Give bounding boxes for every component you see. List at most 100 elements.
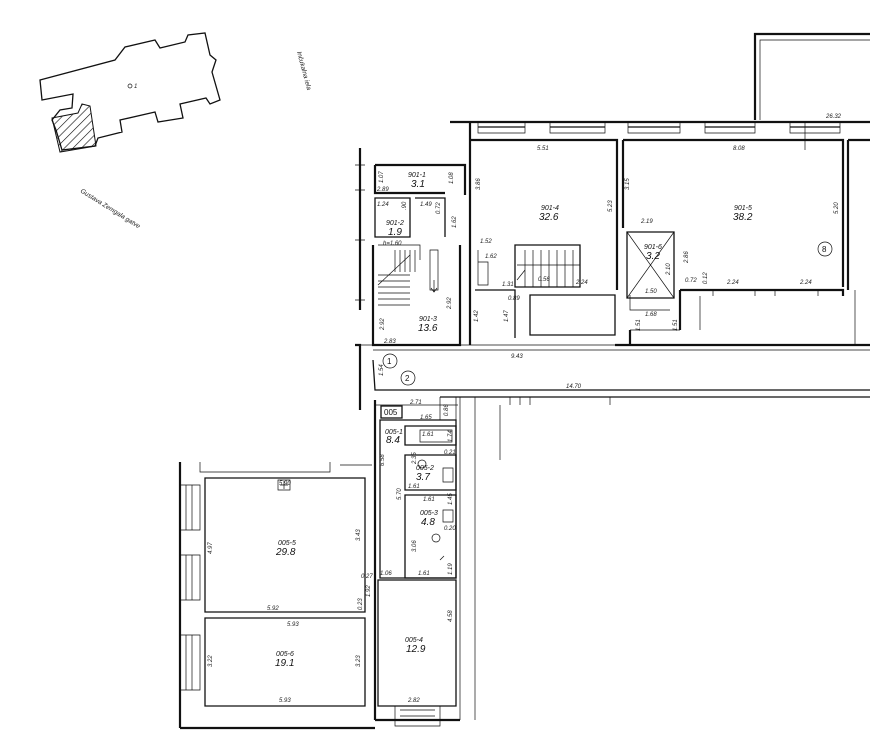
site-plan: 1 Inčukalna iela Gustava Zemgala gatve: [39, 32, 312, 231]
dimension: 1.68: [645, 312, 657, 318]
dimension: 2.24: [575, 280, 588, 286]
room-area: 3.7: [416, 472, 430, 483]
dimension: 1.65: [420, 415, 432, 421]
dimension: 0.12: [703, 272, 709, 284]
room-area: 38.2: [733, 212, 753, 223]
dimension: 3.06: [412, 540, 418, 552]
dimension: 5.90: [279, 481, 291, 487]
dimension: 2.24: [799, 280, 812, 286]
unit-box-label: 005: [384, 408, 398, 417]
room-area: 12.9: [406, 644, 426, 655]
room-labels: 901-1 3.1 901-2 1.9 901-3 13.6 901-4 32.…: [275, 172, 753, 669]
dimension: 1.54: [379, 364, 385, 376]
dimension: 1.61: [408, 484, 420, 490]
dimension: 1.19: [448, 563, 454, 575]
dimension: 1.74: [448, 430, 454, 442]
room-id: 901-6: [644, 244, 662, 251]
dimension: 3.86: [476, 178, 482, 190]
grid-marker-8-icon: [817, 241, 833, 257]
dimension: 1.49: [420, 202, 432, 208]
dimension: 1.62: [485, 254, 497, 260]
dimension: 2.92: [447, 297, 453, 310]
dimension: 5.70: [397, 488, 403, 500]
room-area: 1.9: [388, 227, 402, 238]
dimension: 9.43: [511, 354, 523, 360]
dimension: 2.35: [412, 452, 418, 465]
grid-markers: 1 2 8: [382, 241, 833, 386]
dimension: 0.20: [444, 526, 456, 532]
dimension: 4.58: [448, 610, 454, 622]
dimension: 0.86: [444, 404, 450, 416]
room-id: 005-3: [420, 510, 438, 517]
dimension: 2.82: [407, 698, 420, 704]
street-label-incukalna: Inčukalna iela: [295, 51, 312, 92]
dimension: 0.21: [444, 450, 456, 456]
dimension: 0.27: [361, 574, 373, 580]
dimension: 3.43: [356, 529, 362, 541]
dimension: 1.47: [504, 310, 510, 322]
dimension: 5.20: [834, 202, 840, 214]
dimension: 2.10: [666, 263, 672, 276]
room-area: 13.6: [418, 323, 438, 334]
dimension: 6.58: [380, 454, 386, 466]
dimension: 0.56: [538, 277, 550, 283]
dimension: 1.45: [448, 493, 454, 505]
dimension: 1.52: [480, 239, 492, 245]
room-id: 901-2: [386, 220, 404, 227]
grid-marker-1: 1: [387, 357, 392, 366]
dimension-labels: 26.32 5.51 8.08 2.89 1.24 1.49 1.52 1.62…: [208, 114, 842, 704]
dimension: 1.31: [502, 282, 514, 288]
dimension: 2.86: [684, 251, 690, 264]
room-id: 005-2: [416, 465, 434, 472]
grid-marker-1-icon: [382, 353, 398, 369]
dimension: .90: [402, 201, 408, 210]
dimension: 0.23: [358, 598, 364, 610]
dimension: 0.89: [508, 296, 520, 302]
room-id: 005-5: [278, 540, 296, 547]
grid-marker-2-icon: [400, 370, 416, 386]
unit-box-005: [380, 405, 403, 419]
dimension: 5.23: [608, 200, 614, 212]
upper-floor-walls: [355, 32, 870, 720]
grid-marker-8: 8: [822, 245, 827, 254]
dimension: 2.19: [640, 219, 653, 225]
lift-901-6: [626, 231, 675, 311]
dimension: 0.72: [436, 202, 442, 214]
room-id: 005-6: [276, 651, 294, 658]
dimension: 1.92: [366, 585, 372, 597]
dimension: 1.51: [636, 319, 642, 331]
dimension: 5.93: [279, 698, 291, 704]
room-area: 32.6: [539, 212, 559, 223]
grid-marker-2: 2: [405, 374, 410, 383]
lower-floor-walls: [178, 400, 460, 730]
dimension: 2.83: [383, 339, 396, 345]
dimension: 2.71: [409, 400, 422, 406]
dimension: 3.23: [356, 655, 362, 667]
dimension: 4.97: [208, 542, 214, 554]
room-area: 3.1: [411, 179, 425, 190]
dimension: 3.22: [208, 655, 214, 667]
dimension: 26.32: [825, 114, 842, 120]
dimension: 3.15: [625, 178, 631, 190]
dimension: 0.72: [685, 278, 697, 284]
dimension: 1.50: [645, 289, 657, 295]
dimension: 14.70: [566, 384, 582, 390]
room-area: 4.8: [421, 517, 435, 528]
dimension: 1.62: [452, 216, 458, 228]
room-id: 901-5: [734, 205, 752, 212]
dimension: 1.24: [377, 202, 389, 208]
dimension: 2.92: [380, 318, 386, 331]
site-marker-icon: [127, 83, 133, 89]
room-id: 901-1: [408, 172, 426, 179]
dimension: 5.51: [537, 146, 549, 152]
room-area: 3.2: [646, 251, 660, 262]
dimension: 2.24: [726, 280, 739, 286]
dimension: 1.07: [379, 171, 385, 183]
stair-901-4: [475, 244, 616, 338]
room-area: 19.1: [275, 658, 294, 669]
dimension: 1.61: [423, 497, 435, 503]
room-area: 8.4: [386, 435, 400, 446]
stair-901-3: [377, 244, 439, 306]
street-label-zemgala: Gustava Zemgala gatve: [79, 188, 142, 231]
